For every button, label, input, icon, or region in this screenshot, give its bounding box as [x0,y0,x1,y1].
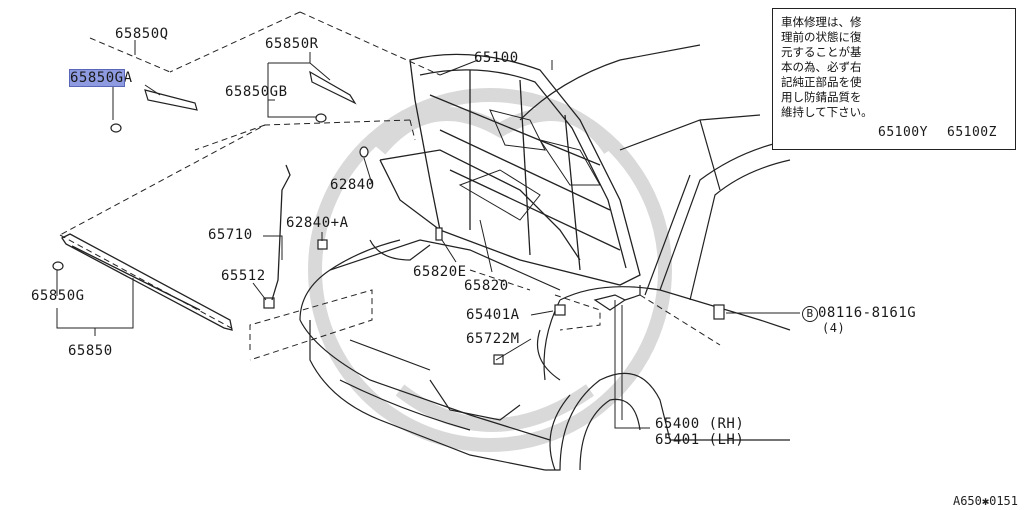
car-body-outline [299,44,791,471]
part-65850r-label[interactable]: 65850R [265,36,319,52]
part-65401-lh-label[interactable]: 65401 (LH) [655,432,745,448]
note-line: 維持して下さい。 [781,105,873,119]
part-65820-label[interactable]: 65820 [464,278,509,294]
note-line: 元することが基 [781,45,862,59]
bolt-part-number: 08116-8161G [818,305,917,321]
part-suffix: A [123,70,133,86]
diagram-reference-code: A650✱0151 [952,494,1018,508]
part-65100y-label[interactable]: 65100Y [878,125,928,140]
part-62840-label[interactable]: 62840 [330,177,375,193]
leader-lines [56,40,800,429]
part-65850q-label[interactable]: 65850Q [115,26,169,42]
part-65820e-label[interactable]: 65820E [413,264,467,280]
part-65850g-label[interactable]: 65850G [31,288,85,304]
bolt-mark-letter: B [806,307,814,320]
hood-prop-rod-65710 [271,164,291,301]
part-65850-label[interactable]: 65850 [68,343,113,359]
dashed-kit-outlines [59,11,721,361]
part-65722m-label[interactable]: 65722M [466,331,520,347]
part-65710-label[interactable]: 65710 [208,227,253,243]
note-line: 本の為、必ず右 [781,60,862,74]
part-65512-label[interactable]: 65512 [221,268,266,284]
part-65401a-label[interactable]: 65401A [466,307,520,323]
note-line: 記純正部品を使 [781,75,862,89]
part-65100z-label[interactable]: 65100Z [947,125,997,140]
bolt-label[interactable]: B 08116-8161G [802,305,916,322]
circled-b-mark: B [802,306,818,322]
note-line: 理前の状態に復 [781,30,862,44]
part-65100-label[interactable]: 65100 [474,50,519,66]
part-65850ga-label[interactable]: 65850GA [69,69,133,87]
note-line: 用し防錆品質を [781,90,862,104]
hood-panel-65100 [379,53,641,286]
part-65850gb-label[interactable]: 65850GB [225,84,288,100]
hood-front-seal-65850 [61,233,233,331]
part-62840a-label[interactable]: 62840+A [286,215,349,231]
note-line: 車体修理は、修 [781,15,862,29]
hood-frame-ribs [458,109,601,221]
repair-note-text: 車体修理は、修 理前の状態に復 元することが基 本の為、必ず右 記純正部品を使 … [781,15,905,120]
hood-hinges [593,285,641,311]
seal-parts [52,70,725,365]
part-65400-rh-label[interactable]: 65400 (RH) [655,416,745,432]
repair-note-box: 車体修理は、修 理前の状態に復 元することが基 本の為、必ず右 記純正部品を使 … [772,8,1016,150]
highlighted-part-number: 65850G [69,69,125,87]
bolt-quantity: (4) [822,321,846,335]
